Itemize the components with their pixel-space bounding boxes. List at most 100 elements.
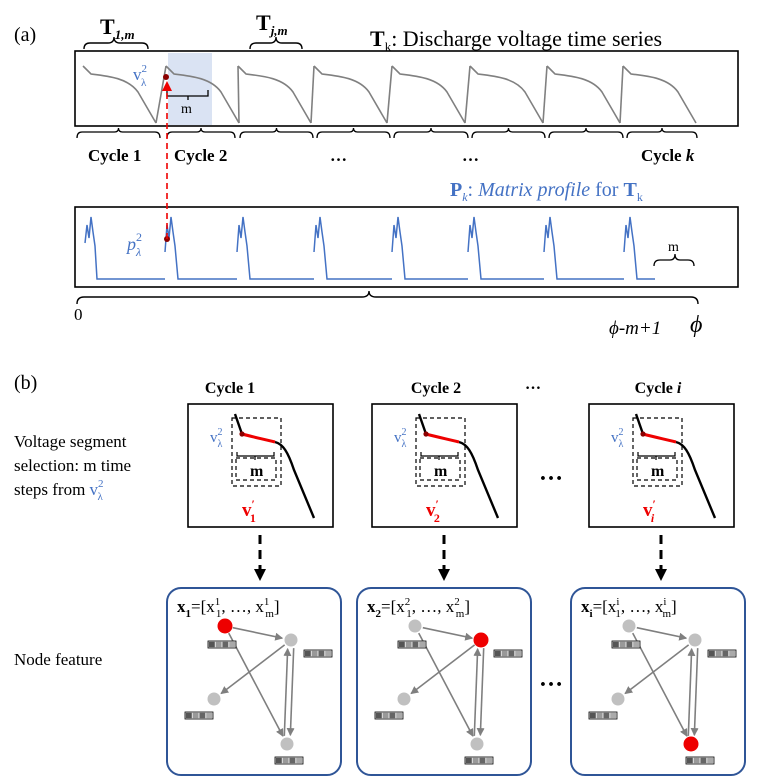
feature-vector-icon	[303, 649, 333, 658]
graph-node	[397, 692, 411, 706]
panel-a-label: (a)	[14, 24, 36, 46]
cycle-bracket-7	[548, 127, 624, 139]
voltage-recharge-2	[237, 65, 240, 124]
row2-label: Node feature	[14, 650, 102, 669]
v-lambda-point	[423, 431, 429, 437]
voltage-cycle-4	[313, 65, 388, 124]
feature-vector-icon	[397, 640, 427, 649]
m-bracket	[236, 452, 275, 460]
cycle1-label: Cycle 1	[88, 146, 141, 165]
cycle-brackets	[76, 127, 698, 139]
voltage-cycle-7	[546, 65, 621, 124]
svg-text:T1,m: T1,m	[100, 14, 135, 42]
profile-peak-5	[391, 216, 468, 280]
graph-edge	[283, 647, 292, 736]
m-label: m	[250, 463, 264, 480]
voltage-cycle-2	[165, 65, 240, 124]
voltage-recharge-5	[464, 65, 471, 124]
graph-node	[611, 692, 625, 706]
m-label: m	[181, 102, 192, 117]
graph-edge	[636, 626, 688, 641]
cycle-bracket-3	[239, 127, 314, 139]
voltage-curve-black	[233, 413, 316, 519]
dots-2: …	[462, 146, 479, 165]
m2-label: m	[668, 240, 679, 255]
profile-peak-7	[543, 216, 624, 280]
voltage-recharge-4	[386, 65, 393, 124]
cycle-bracket-1	[76, 127, 161, 139]
selection-window	[231, 417, 282, 487]
v-lambda-point	[239, 431, 245, 437]
dots-mid: …	[539, 460, 563, 486]
m-bracket	[420, 452, 459, 460]
graph-node	[207, 692, 221, 706]
feature-vector-icon	[588, 711, 618, 720]
graph-edge	[232, 626, 284, 641]
feature-vector-icon	[685, 756, 715, 765]
voltage-cycle-1	[82, 65, 157, 124]
panel-b-label: (b)	[14, 372, 37, 394]
graph-edge	[422, 626, 474, 641]
selection-window	[632, 417, 683, 487]
graph-edge	[473, 647, 482, 736]
voltage-cycle-8	[622, 65, 697, 124]
svg-text:Tj,m: Tj,m	[256, 10, 288, 38]
cycle-bracket-4	[316, 127, 391, 139]
v-lambda-point	[640, 431, 646, 437]
active-node	[683, 736, 699, 752]
axis-phi: ϕ	[690, 312, 702, 338]
matrix-profile-curve	[84, 216, 655, 280]
highlight-window	[168, 53, 212, 125]
graph-edge	[632, 632, 688, 737]
feature-vector-icon	[207, 640, 237, 649]
graph-node	[688, 633, 702, 647]
v-prime-label: v′2	[426, 497, 440, 525]
graph-edge	[410, 644, 476, 695]
voltage-curve-black	[417, 413, 500, 519]
graph-edge	[476, 648, 485, 737]
header-cycle2: Cycle 2	[411, 380, 461, 397]
v-prime-label: v′i	[643, 497, 656, 525]
graph-edge	[286, 648, 295, 737]
axis-phi-m: ϕ-m+1	[609, 318, 661, 339]
m-box	[419, 457, 461, 481]
voltage-cycle-3	[237, 65, 312, 124]
cycle2-label: Cycle 2	[174, 146, 227, 165]
profile-peak-4	[313, 216, 392, 280]
voltage-cycle-5	[391, 65, 466, 124]
v-prime-label: v′1	[242, 497, 256, 525]
graph-edge	[228, 632, 284, 737]
t1m-label: T	[100, 14, 115, 39]
axis-bracket	[76, 290, 699, 305]
pk-title: Pk: Matrix profile for Tk	[450, 179, 643, 204]
row1-label: Voltage segment selection: m time steps …	[14, 432, 135, 503]
feature-vector-icon	[374, 711, 404, 720]
graph-node	[280, 737, 294, 751]
profile-peak-3	[236, 216, 314, 280]
voltage-recharge-6	[542, 65, 548, 124]
dots-bottom: …	[539, 666, 563, 692]
feature-vector-icon	[611, 640, 641, 649]
graph-node	[470, 737, 484, 751]
m-bracket	[637, 452, 676, 460]
tjm-label: T	[256, 10, 271, 35]
m-box	[235, 457, 277, 481]
dots-1: …	[330, 146, 347, 165]
feature-vector-icon	[464, 756, 494, 765]
cycle-bracket-8	[626, 127, 698, 139]
feature-vector-icon	[493, 649, 523, 658]
feature-vector-icon	[274, 756, 304, 765]
cycle-bracket-5	[393, 127, 469, 139]
